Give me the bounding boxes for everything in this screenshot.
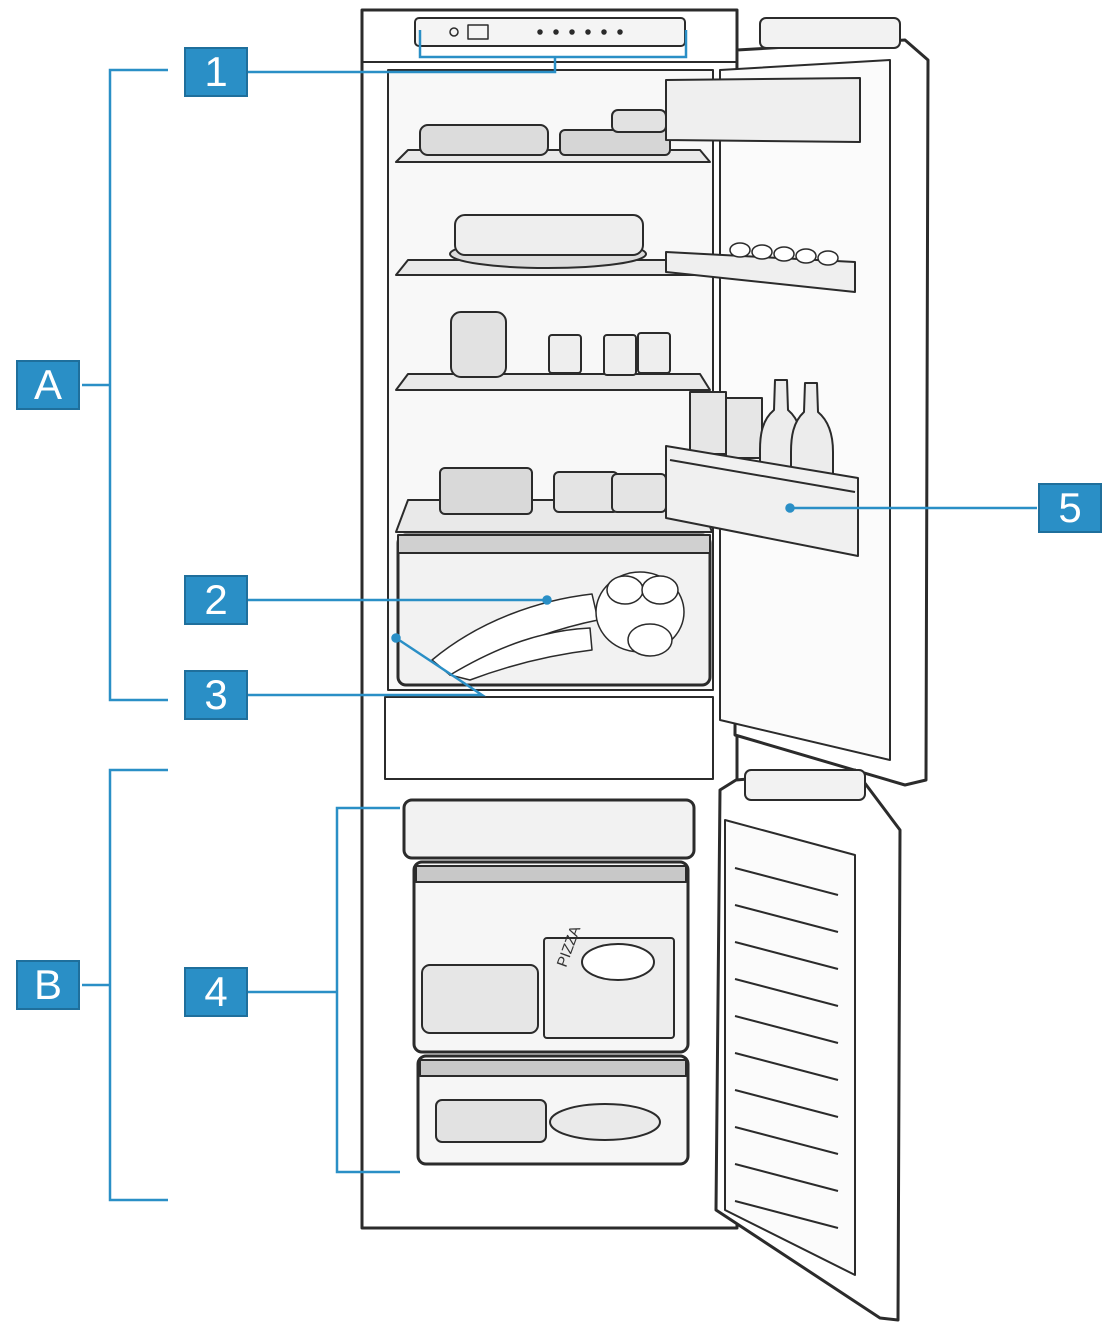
section-label-b: B	[33, 961, 62, 1008]
small-bowl	[611, 109, 667, 133]
callout-box-5: 5	[1038, 483, 1102, 533]
callout-label-5: 5	[1058, 484, 1082, 531]
leader-2-dot	[542, 595, 552, 605]
callout-box-4: 4	[184, 967, 248, 1017]
food-container-2	[553, 471, 619, 513]
freezer-drawer-2-handle	[415, 865, 687, 883]
jar	[450, 311, 507, 378]
appliance-illustration: PIZZA	[360, 8, 930, 1322]
food-container-3	[611, 473, 667, 513]
callout-label-1: 1	[204, 48, 228, 95]
frozen-meat	[435, 1099, 547, 1143]
callout-box-3: 3	[184, 670, 248, 720]
yogurt-cup-2	[603, 334, 637, 376]
bottom-fridge-panel	[384, 696, 714, 780]
section-label-a: A	[33, 361, 62, 408]
vegetables-illustration	[431, 571, 685, 681]
leader-1	[248, 57, 557, 74]
cake-tin	[419, 124, 549, 156]
leader-3	[248, 636, 487, 697]
cake-dome	[454, 214, 644, 256]
door-bottle-shelf	[665, 445, 859, 557]
door-butter-bin	[665, 77, 861, 143]
callout-label-4: 4	[204, 968, 228, 1015]
pizza-icon	[581, 943, 655, 981]
leader-5-dot	[785, 503, 795, 513]
freezer-drawer-3-handle	[419, 1059, 687, 1077]
milk-carton-1	[689, 391, 727, 455]
yogurt-cup-1	[548, 334, 582, 374]
fridge-door-top-handle	[759, 17, 901, 49]
vegetable-drawer-front	[397, 534, 711, 554]
bracket-b	[108, 768, 168, 1202]
bracket-4	[335, 806, 400, 1174]
fish-illustration	[549, 1103, 661, 1141]
glass-shelf-3	[395, 373, 711, 391]
freezer-drawer-1	[402, 798, 696, 860]
leader-1-bracket	[418, 30, 688, 59]
freezer-door-vents	[734, 867, 839, 1229]
control-panel	[414, 17, 686, 47]
callout-label-2: 2	[204, 576, 228, 623]
callout-box-1: 1	[184, 47, 248, 97]
callout-label-3: 3	[204, 671, 228, 718]
egg-tray-illustration	[729, 242, 839, 266]
section-box-a: A	[16, 360, 80, 410]
door-bottle-shelf-rim	[669, 459, 856, 493]
freezer-door-inner-liner	[724, 819, 856, 1276]
food-container-1	[439, 467, 533, 515]
frozen-bag	[421, 964, 539, 1034]
dish-stack	[559, 129, 671, 156]
milk-carton-2	[725, 397, 763, 459]
callout-box-2: 2	[184, 575, 248, 625]
section-box-b: B	[16, 960, 80, 1010]
bottle-illustration	[759, 379, 834, 476]
control-panel-buttons	[449, 24, 623, 40]
freezer-door-top-handle	[744, 769, 866, 801]
leader-lines	[82, 30, 1037, 1202]
leader-3-dot	[391, 633, 401, 643]
yogurt-cup-3	[637, 332, 671, 374]
bracket-a	[108, 68, 168, 702]
